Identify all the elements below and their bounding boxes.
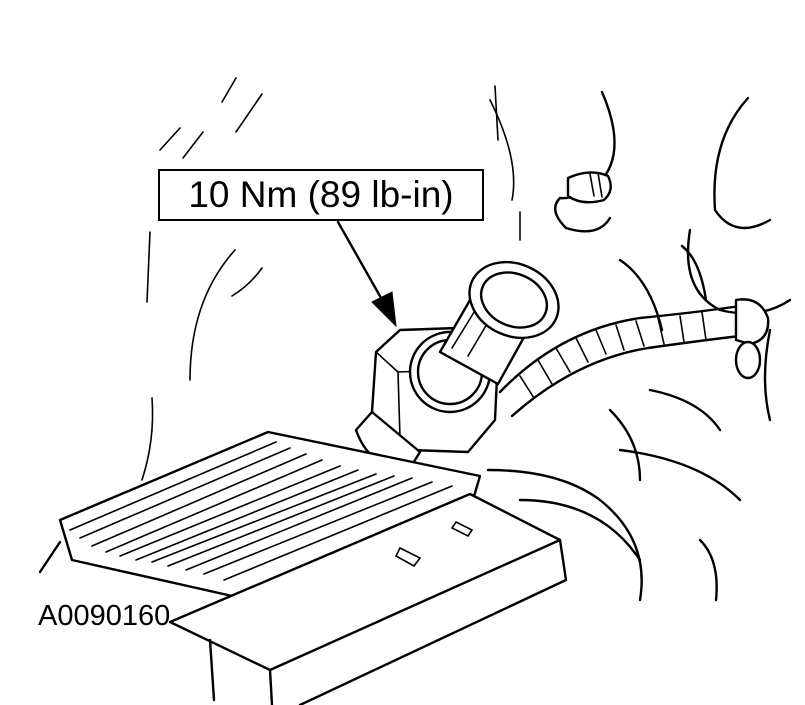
torque-leader-arrow	[336, 220, 397, 328]
torque-callout: 10 Nm (89 lb-in)	[158, 169, 484, 221]
ribbed-rail	[38, 430, 482, 602]
oil-pressure-sender	[354, 260, 560, 470]
background-sketch-lines	[141, 77, 521, 481]
connector-block	[168, 448, 742, 705]
wiring-conduit	[498, 298, 770, 418]
figure-id: A0090160	[38, 600, 171, 632]
engine-housing-right	[554, 90, 792, 602]
